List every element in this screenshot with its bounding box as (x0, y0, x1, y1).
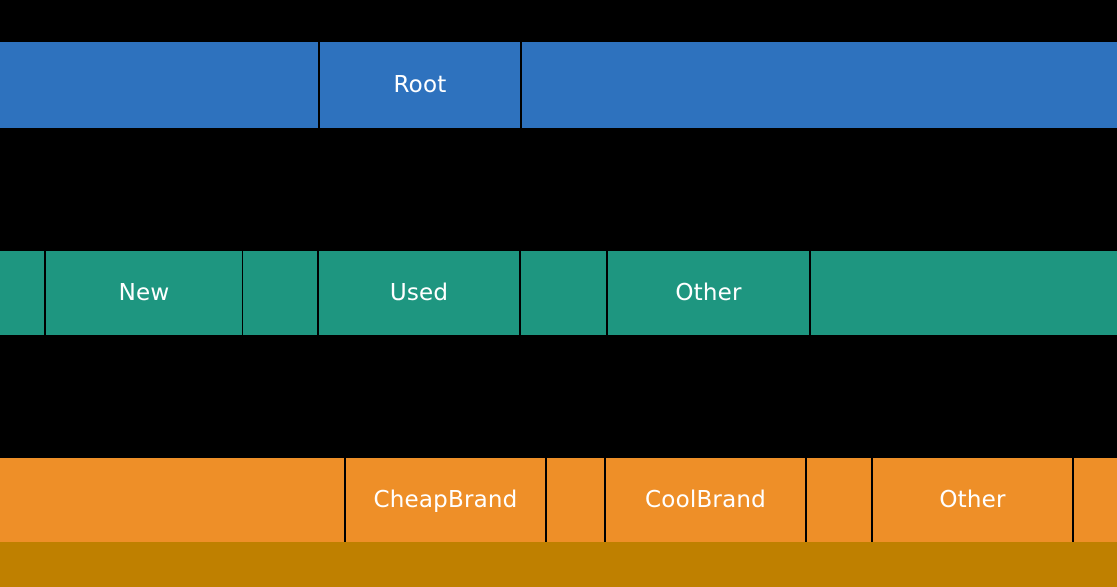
icicle-node-root-0[interactable] (0, 42, 318, 128)
icicle-node-cheapbrand[interactable]: CheapBrand (346, 458, 545, 542)
icicle-node-label: CheapBrand (373, 486, 518, 513)
icicle-node-label: Root (393, 71, 447, 98)
icicle-node-label: New (118, 279, 170, 306)
icicle-node-brand-2[interactable] (547, 458, 604, 542)
icicle-node-label: Other (675, 279, 742, 306)
icicle-node-label: CoolBrand (645, 486, 766, 513)
icicle-node-new[interactable]: New (46, 251, 242, 335)
icicle-node-condition-6[interactable] (811, 251, 1117, 335)
icicle-node-used[interactable]: Used (319, 251, 519, 335)
icicle-level-leaf (0, 542, 1117, 587)
icicle-node-other[interactable]: Other (873, 458, 1072, 542)
icicle-node-brand-0[interactable] (0, 458, 344, 542)
icicle-level-brand: CheapBrand CoolBrand Other (0, 458, 1117, 542)
icicle-node-brand-4[interactable] (807, 458, 871, 542)
icicle-node-brand-6[interactable] (1074, 458, 1117, 542)
icicle-node-condition-2[interactable] (243, 251, 317, 335)
icicle-node-label: Used (389, 279, 449, 306)
icicle-node-other[interactable]: Other (608, 251, 809, 335)
icicle-node-condition-0[interactable] (0, 251, 44, 335)
icicle-node-leaf-0[interactable] (0, 542, 1117, 587)
icicle-level-root: Root (0, 42, 1117, 128)
icicle-node-coolbrand[interactable]: CoolBrand (606, 458, 805, 542)
icicle-level-condition: New Used Other (0, 251, 1117, 335)
icicle-node-condition-4[interactable] (521, 251, 606, 335)
icicle-node-root-2[interactable] (522, 42, 1117, 128)
icicle-node-label: Other (939, 486, 1006, 513)
icicle-node-root[interactable]: Root (320, 42, 520, 128)
